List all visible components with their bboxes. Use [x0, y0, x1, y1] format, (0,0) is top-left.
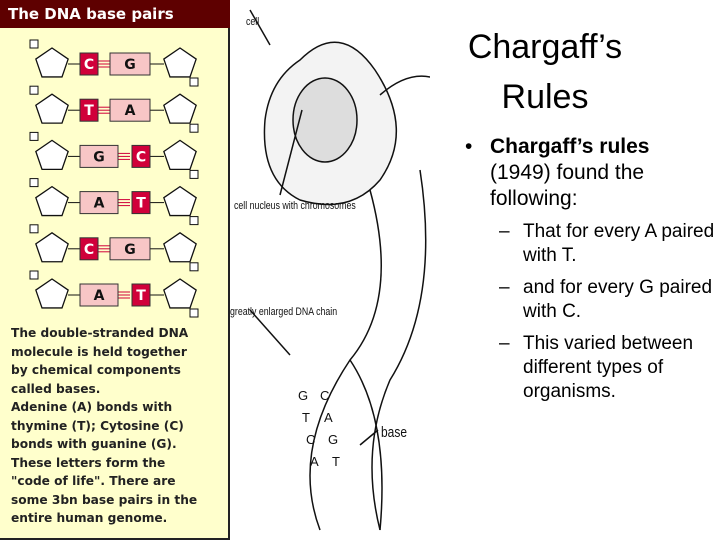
helix-base-letter: C — [306, 432, 315, 447]
panel-header: The DNA base pairs — [0, 0, 230, 28]
sugar-pentagon — [163, 93, 197, 124]
sub-bullet: –and for every G paired with C. — [499, 277, 713, 322]
base-box — [79, 191, 119, 215]
nucleus-label: cell nucleus with chromosomes — [234, 200, 356, 212]
base-label: base — [381, 424, 408, 441]
base-box — [131, 283, 151, 307]
phosphate — [29, 224, 39, 234]
sugar-pentagon — [163, 139, 197, 170]
base-box — [109, 237, 151, 261]
helix-base-letter: A — [324, 410, 333, 425]
helix-base-letter: G — [298, 388, 308, 403]
bullet-text: (1949) found the following: — [490, 161, 645, 210]
phosphate — [189, 216, 199, 226]
bullet-list: Chargaff’s rules (1949) found the follow… — [465, 134, 715, 404]
helix-base-letter: G — [328, 432, 338, 447]
slide-title: Chargaff’s Rules — [420, 22, 670, 122]
base-letter: G — [124, 57, 136, 73]
sugar-pentagon — [163, 232, 197, 263]
base-letter: A — [125, 103, 136, 119]
sugar-pentagon — [35, 139, 69, 170]
sub-bullet-text: That for every A paired with T. — [523, 221, 715, 266]
phosphate — [189, 262, 199, 272]
sub-bullet: –This varied between different types of … — [499, 333, 694, 402]
cell-label: cell — [246, 16, 260, 28]
panel-description: The double-stranded DNA molecule is held… — [11, 326, 198, 525]
base-box — [79, 98, 99, 122]
sub-bullet: –That for every A paired with T. — [499, 221, 715, 266]
sub-bullet-text: This varied between different types of o… — [523, 333, 694, 402]
helix-base-letter: A — [310, 454, 319, 469]
base-box — [109, 98, 151, 122]
base-box — [79, 52, 99, 76]
sugar-pentagon — [163, 185, 197, 217]
phosphate — [189, 77, 199, 87]
phosphate — [29, 85, 39, 95]
sub-bullet-text: and for every G paired with C. — [523, 277, 713, 322]
sugar-pentagon — [35, 93, 69, 124]
base-letter: T — [84, 103, 94, 119]
phosphate — [189, 169, 199, 179]
base-box — [79, 237, 99, 261]
helix-base-letter: T — [302, 410, 310, 425]
sugar-pentagon — [35, 232, 69, 263]
base-letter: A — [94, 288, 105, 304]
base-letter: T — [136, 288, 146, 304]
title-line-2: Rules — [501, 78, 589, 116]
title-line-1: Chargaff’s — [467, 28, 623, 66]
base-letter: T — [136, 196, 146, 212]
sugar-pentagon — [35, 185, 69, 217]
base-letter: A — [94, 196, 105, 212]
sugar-pentagon — [35, 47, 69, 78]
dna-chain-label: greatly enlarged DNA chain — [230, 306, 338, 318]
phosphate — [29, 39, 39, 49]
phosphate — [189, 123, 199, 133]
base-box — [131, 191, 151, 215]
phosphate — [29, 270, 39, 280]
base-box — [131, 144, 151, 168]
sugar-pentagon — [163, 278, 197, 309]
phosphate — [189, 308, 199, 318]
base-letter: G — [124, 242, 136, 258]
sugar-pentagon — [35, 278, 69, 309]
phosphate — [29, 178, 39, 188]
sugar-pentagon — [163, 47, 197, 78]
base-box — [109, 52, 151, 76]
main-bullet: Chargaff’s rules (1949) found the follow… — [465, 134, 715, 212]
helix-base-letter: C — [320, 388, 329, 403]
base-letter: G — [93, 149, 105, 165]
helix-base-letter: T — [332, 454, 340, 469]
base-letter: C — [84, 242, 94, 258]
bullet-bold-text: Chargaff’s rules — [490, 135, 650, 158]
base-letter: C — [136, 149, 146, 165]
base-letter: C — [84, 57, 94, 73]
base-box — [79, 144, 119, 168]
phosphate — [29, 131, 39, 141]
base-box — [79, 283, 119, 307]
